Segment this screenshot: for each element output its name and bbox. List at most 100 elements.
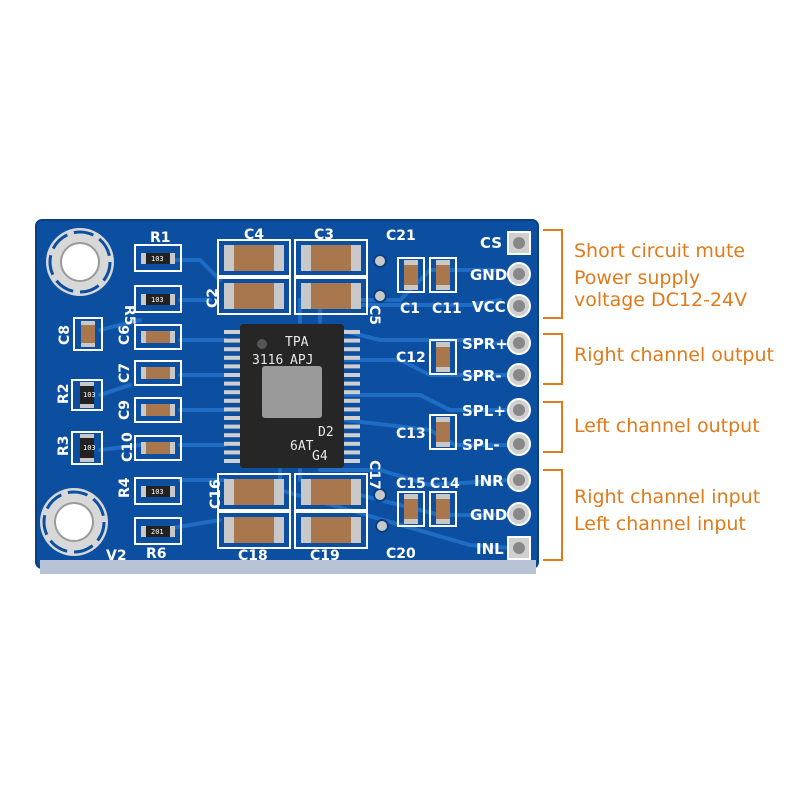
label-c16: C16 bbox=[208, 479, 224, 509]
bracket-power bbox=[543, 229, 563, 319]
pin-spl-plus: SPL+ bbox=[462, 398, 531, 422]
pin-gnd-input: GND bbox=[470, 502, 531, 526]
resistor-r2: 103 bbox=[71, 379, 103, 411]
ic-lead-right bbox=[344, 441, 360, 446]
mounting-hole-bottom bbox=[40, 488, 108, 556]
annotation-right-channel-input: Right channel input bbox=[574, 486, 761, 508]
annotation-voltage: voltage DC12-24V bbox=[574, 289, 748, 311]
label-c19: C19 bbox=[310, 548, 340, 564]
bracket-right-output bbox=[543, 333, 563, 385]
label-c20: C20 bbox=[386, 546, 416, 562]
cap-c7 bbox=[134, 360, 182, 386]
pin-gnd-power: GND bbox=[470, 262, 531, 286]
ic-lead-left bbox=[224, 424, 240, 429]
resistor-r6-code: 201 bbox=[151, 528, 164, 536]
ic-lead-left bbox=[224, 355, 240, 360]
label-c13: C13 bbox=[396, 426, 426, 442]
ic-lead-left bbox=[224, 416, 240, 420]
pin-spr-plus: SPR+ bbox=[462, 331, 531, 355]
pin-label-gnd-input: GND bbox=[470, 506, 507, 524]
label-r3: R3 bbox=[56, 435, 72, 456]
annotation-left-channel-output: Left channel output bbox=[574, 415, 760, 437]
cap-c14 bbox=[429, 491, 457, 527]
label-r2: R2 bbox=[56, 383, 72, 404]
ic-thermal-pad bbox=[262, 366, 322, 418]
cap-c17 bbox=[294, 473, 368, 511]
ic-pins-left bbox=[224, 330, 240, 463]
ic-lead-left bbox=[224, 441, 240, 446]
label-c6: C6 bbox=[117, 325, 133, 345]
resistor-r4-code: 103 bbox=[151, 488, 164, 496]
ic-lead-right bbox=[344, 424, 360, 429]
amplifier-ic: TPA 3116 APJ D2 6AT G4 bbox=[224, 324, 360, 468]
annotation-power-supply: Power supply bbox=[574, 267, 701, 289]
annotation-left-channel-input: Left channel input bbox=[574, 513, 746, 535]
header-pins: CS GND VCC SPR+ SPR- SPL+ bbox=[462, 231, 531, 560]
pin-inl: INL bbox=[476, 536, 531, 560]
cap-c12 bbox=[429, 339, 457, 375]
ic-marking-1: TPA bbox=[285, 335, 309, 350]
ic-lead-left bbox=[224, 338, 240, 343]
ic-lead-left bbox=[224, 390, 240, 395]
ic-lead-right bbox=[344, 355, 360, 360]
label-c3: C3 bbox=[314, 227, 334, 243]
label-c21: C21 bbox=[386, 228, 416, 244]
ic-lead-right bbox=[344, 390, 360, 395]
mounting-hole-top bbox=[46, 228, 114, 296]
pin-label-vcc: VCC bbox=[472, 298, 506, 316]
ic-lead-right bbox=[344, 416, 360, 420]
ic-marking-2: 3116 bbox=[252, 353, 283, 368]
pin-label-spl-plus: SPL+ bbox=[462, 402, 506, 420]
resistor-r1: 103 bbox=[134, 244, 182, 272]
label-c2: C2 bbox=[205, 288, 221, 308]
label-c17: C17 bbox=[366, 460, 382, 490]
annotation-short-circuit-mute: Short circuit mute bbox=[574, 240, 746, 262]
ic-pin1-dot bbox=[257, 339, 267, 349]
ic-lead-left bbox=[224, 364, 240, 369]
pin-spl-minus: SPL- bbox=[462, 432, 531, 456]
label-c12: C12 bbox=[396, 350, 426, 366]
cap-c6 bbox=[134, 324, 182, 350]
ic-lead-left bbox=[224, 381, 240, 386]
ic-lead-right bbox=[344, 398, 360, 403]
label-c8: C8 bbox=[57, 325, 73, 345]
label-v2: V2 bbox=[106, 548, 127, 564]
ic-lead-right bbox=[344, 330, 360, 334]
ic-lead-right bbox=[344, 433, 360, 438]
pin-label-spl-minus: SPL- bbox=[462, 436, 500, 454]
cap-c1 bbox=[397, 257, 425, 293]
label-c18: C18 bbox=[238, 548, 268, 564]
label-r6: R6 bbox=[146, 546, 167, 562]
pin-vcc: VCC bbox=[472, 294, 531, 318]
label-c5: C5 bbox=[366, 305, 382, 325]
resistor-r6: 201 bbox=[134, 517, 182, 545]
resistor-r3: 103 bbox=[71, 431, 103, 465]
resistor-r5: 103 bbox=[134, 285, 182, 313]
ic-lead-left bbox=[224, 407, 240, 412]
pin-label-cs: CS bbox=[480, 234, 502, 252]
pcb-edge-shadow bbox=[40, 560, 536, 574]
label-c11: C11 bbox=[432, 301, 462, 317]
ic-lead-right bbox=[344, 407, 360, 412]
pin-label-spr-plus: SPR+ bbox=[462, 335, 508, 353]
label-c4: C4 bbox=[244, 227, 264, 243]
ic-pins-right bbox=[344, 330, 360, 463]
cap-c3 bbox=[294, 239, 368, 277]
label-c7: C7 bbox=[117, 363, 133, 383]
cap-c18 bbox=[217, 511, 291, 549]
label-c15: C15 bbox=[396, 476, 426, 492]
cap-c4 bbox=[217, 239, 291, 277]
ic-marking-6: G4 bbox=[312, 449, 328, 464]
pin-label-spr-minus: SPR- bbox=[462, 367, 502, 385]
label-r1: R1 bbox=[150, 230, 171, 246]
cap-c5 bbox=[294, 277, 368, 315]
label-c14: C14 bbox=[430, 476, 460, 492]
ic-lead-left bbox=[224, 450, 240, 455]
cap-c2 bbox=[217, 277, 291, 315]
ic-marking-3: APJ bbox=[290, 353, 313, 368]
ic-lead-right bbox=[344, 373, 360, 377]
resistor-r4: 103 bbox=[134, 477, 182, 505]
label-c10: C10 bbox=[120, 432, 136, 462]
label-r4: R4 bbox=[117, 477, 133, 498]
